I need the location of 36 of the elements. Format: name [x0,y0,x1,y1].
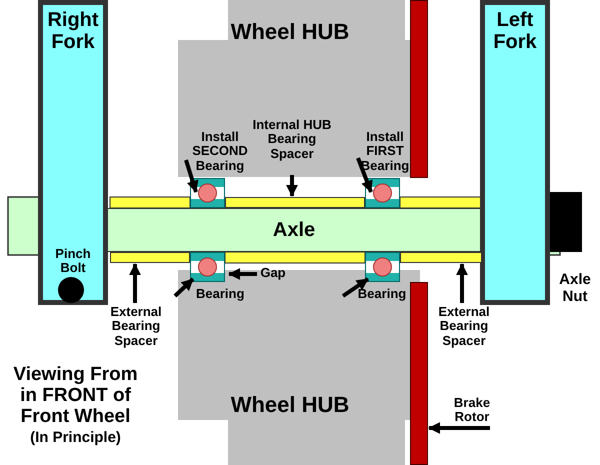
part-label: Pinch Bolt [54,247,92,276]
leader-arrow [286,175,298,197]
spacer-strip [400,252,482,263]
bearing-drawing [365,178,400,208]
leader-arrow [342,277,370,298]
axle-nut-block [550,192,582,252]
hub-label: Wheel HUB [230,20,350,44]
bearing-drawing [190,178,225,208]
fork-label: Left Fork [492,9,538,53]
callout-text: Bearing [342,287,408,303]
leader-arrow [228,268,257,280]
callout-text: Install SECOND Bearing [166,130,248,174]
note-text: Viewing From in FRONT of Front Wheel [12,365,139,428]
fork-label: Right Fork [46,9,100,53]
note-text: (In Principle) [29,430,122,446]
leader-arrow [428,422,490,434]
leader-arrow [456,263,468,303]
brake-rotor-bar [410,0,428,178]
bearing-drawing [365,252,400,282]
brake-rotor-bar [410,282,428,465]
callout-text: Bearing [174,287,244,303]
callout-text: External Bearing Spacer [428,305,500,351]
leader-arrow [129,263,141,303]
fork-arm [480,0,550,305]
spacer-strip [110,252,190,263]
spacer-strip [225,197,365,208]
bearing-drawing [190,252,225,282]
fork-arm [38,0,108,305]
axle-bar: Axle [108,208,480,252]
note-text: Axle Nut [558,272,592,305]
callout-text: Gap [258,266,288,282]
leader-arrow [174,278,194,298]
callout-text: Internal HUB Bearing Spacer [252,118,332,174]
callout-text: External Bearing Spacer [100,305,172,351]
hub-label: Wheel HUB [230,393,350,418]
callout-text: Brake Rotor [446,396,498,428]
